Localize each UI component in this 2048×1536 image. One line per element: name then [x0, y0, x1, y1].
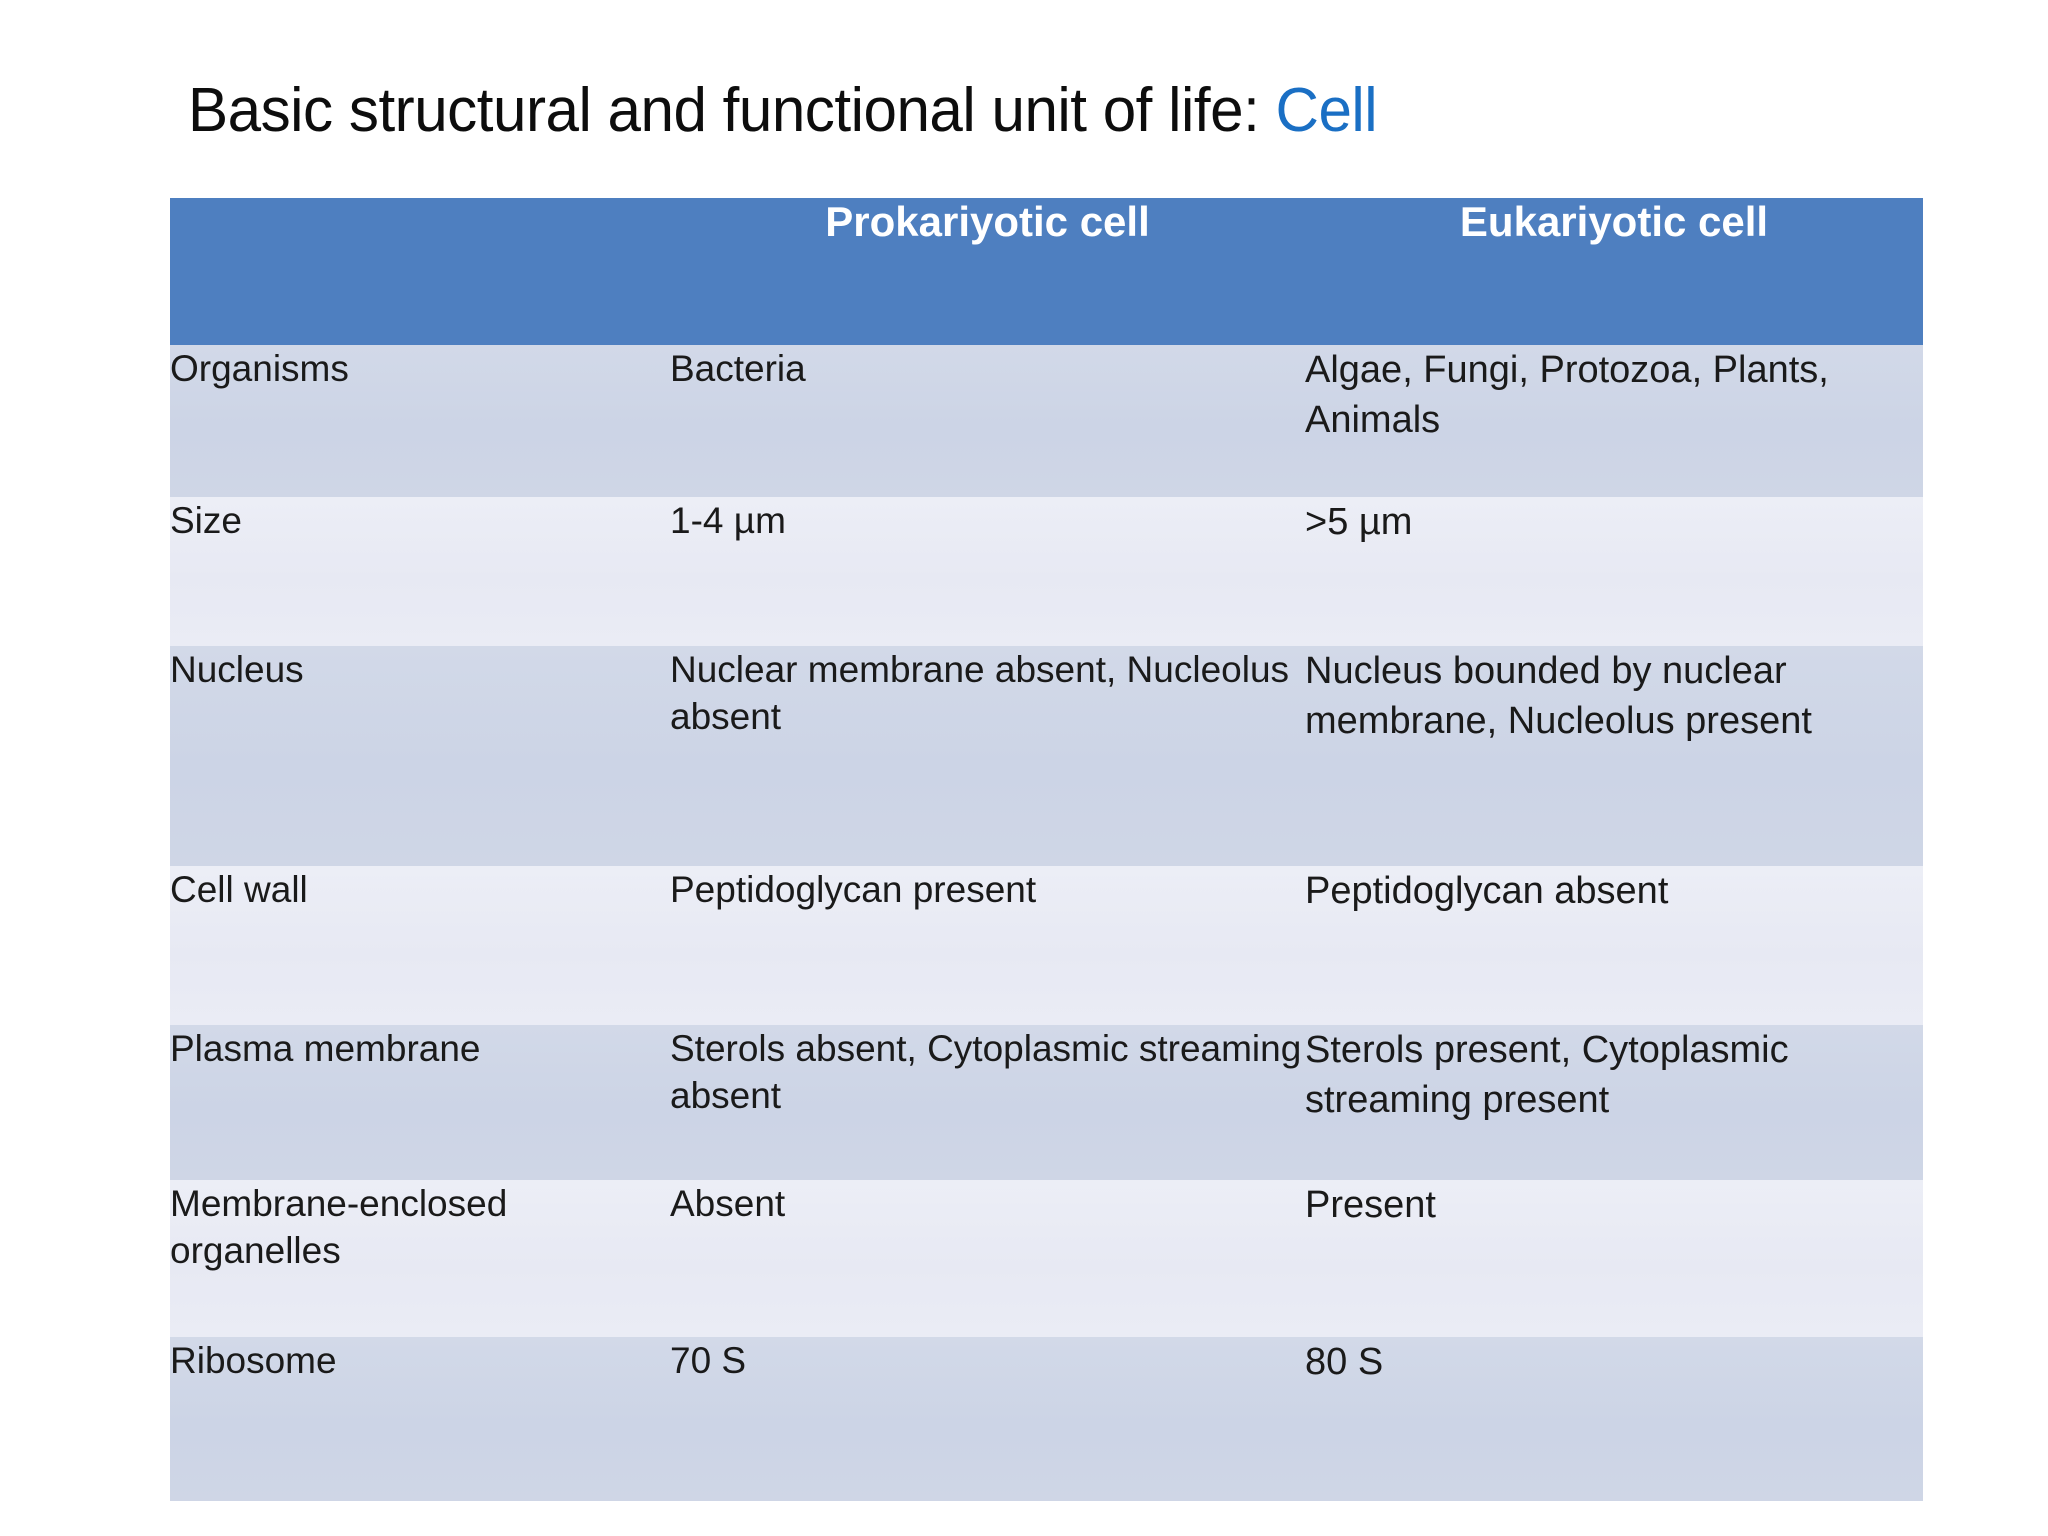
cell-prokaryotic: Sterols absent, Cytoplasmic streaming ab… [670, 1025, 1305, 1180]
cell-prokaryotic: Bacteria [670, 345, 1305, 497]
table-row: Size 1-4 µm >5 µm [170, 497, 1923, 646]
cell-eukaryotic: >5 µm [1305, 497, 1923, 646]
table-row: Cell wall Peptidoglycan present Peptidog… [170, 866, 1923, 1025]
table-row: Plasma membrane Sterols absent, Cytoplas… [170, 1025, 1923, 1180]
cell-eukaryotic: 80 S [1305, 1337, 1923, 1501]
page-title-prefix: Basic structural and functional unit of … [188, 76, 1276, 145]
cell-eukaryotic: Nucleus bounded by nuclear membrane, Nuc… [1305, 646, 1923, 866]
cell-feature: Organisms [170, 345, 670, 497]
cell-feature: Nucleus [170, 646, 670, 866]
table-header-row: Prokariyotic cell Eukariyotic cell [170, 198, 1923, 345]
cell-feature: Plasma membrane [170, 1025, 670, 1180]
cell-prokaryotic: Absent [670, 1180, 1305, 1337]
table-header: Prokariyotic cell Eukariyotic cell [170, 198, 1923, 345]
cell-eukaryotic: Peptidoglycan absent [1305, 866, 1923, 1025]
cell-feature: Size [170, 497, 670, 646]
cell-eukaryotic: Present [1305, 1180, 1923, 1337]
cell-prokaryotic: 1-4 µm [670, 497, 1305, 646]
table-row: Membrane-enclosed organelles Absent Pres… [170, 1180, 1923, 1337]
header-cell-prokaryotic: Prokariyotic cell [670, 198, 1305, 345]
cell-feature: Cell wall [170, 866, 670, 1025]
cell-prokaryotic: Nuclear membrane absent, Nucleolus absen… [670, 646, 1305, 866]
comparison-table: Prokariyotic cell Eukariyotic cell Organ… [170, 198, 1923, 1501]
cell-prokaryotic: 70 S [670, 1337, 1305, 1501]
cell-eukaryotic: Algae, Fungi, Protozoa, Plants, Animals [1305, 345, 1923, 497]
cell-feature: Membrane-enclosed organelles [170, 1180, 670, 1337]
table-body: Organisms Bacteria Algae, Fungi, Protozo… [170, 345, 1923, 1501]
table-row: Organisms Bacteria Algae, Fungi, Protozo… [170, 345, 1923, 497]
page-title: Basic structural and functional unit of … [188, 76, 1378, 145]
header-cell-feature [170, 198, 670, 345]
cell-eukaryotic: Sterols present, Cytoplasmic streaming p… [1305, 1025, 1923, 1180]
cell-feature: Ribosome [170, 1337, 670, 1501]
table-row: Ribosome 70 S 80 S [170, 1337, 1923, 1501]
cell-prokaryotic: Peptidoglycan present [670, 866, 1305, 1025]
page-title-accent: Cell [1275, 76, 1378, 145]
header-cell-eukaryotic: Eukariyotic cell [1305, 198, 1923, 345]
table-row: Nucleus Nuclear membrane absent, Nucleol… [170, 646, 1923, 866]
